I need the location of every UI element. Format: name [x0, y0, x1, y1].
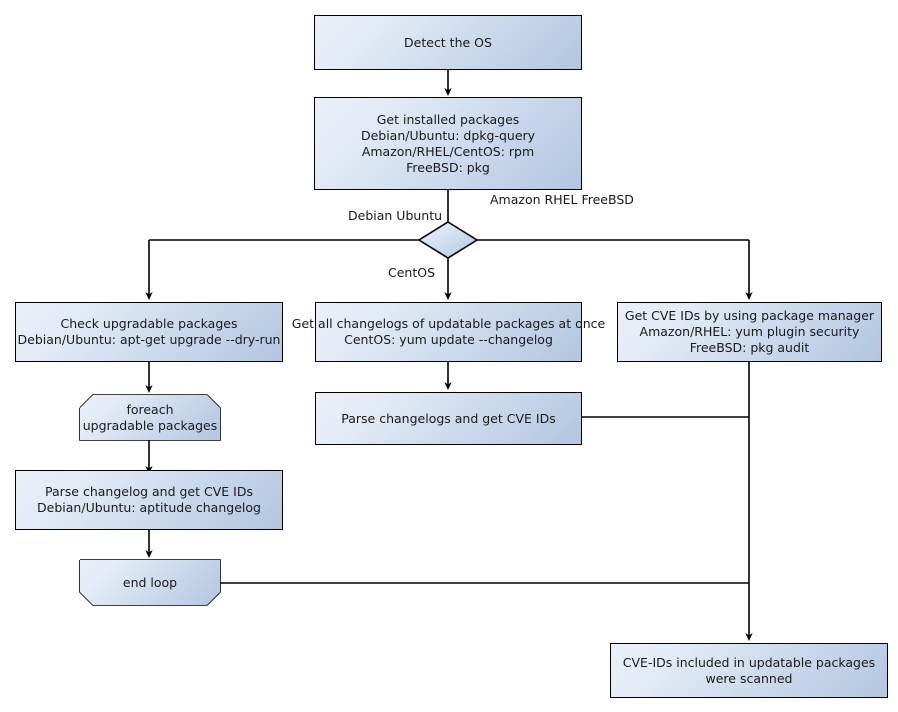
node-end-loop[interactable]: end loop: [80, 560, 220, 605]
node-get-cve-package-manager[interactable]: Get CVE IDs by using package manager Ama…: [617, 302, 882, 362]
node-foreach-loop-start[interactable]: foreach upgradable packages: [80, 395, 220, 440]
node-end-loop-label: end loop: [122, 574, 178, 590]
node-get-all-changelogs-label: Get all changelogs of updatable packages…: [291, 316, 606, 347]
node-get-installed-packages[interactable]: Get installed packages Debian/Ubuntu: dp…: [314, 97, 582, 190]
node-scanned-result[interactable]: CVE-IDs included in updatable packages w…: [610, 643, 888, 698]
edge-label-centos: CentOS: [388, 265, 436, 280]
node-detect-os[interactable]: Detect the OS: [314, 15, 582, 70]
node-parse-changelog-single-label: Parse changelog and get CVE IDs Debian/U…: [37, 484, 261, 515]
edge-label-debian-ubuntu: Debian Ubuntu: [348, 208, 443, 223]
node-get-all-changelogs[interactable]: Get all changelogs of updatable packages…: [292, 302, 605, 362]
node-parse-changelog-single[interactable]: Parse changelog and get CVE IDs Debian/U…: [15, 470, 283, 530]
node-scanned-result-label: CVE-IDs included in updatable packages w…: [622, 654, 876, 686]
node-check-upgradable-packages-label: Check upgradable packages Debian/Ubuntu:…: [17, 316, 281, 347]
node-parse-changelogs-multi-label: Parse changelogs and get CVE IDs: [341, 410, 556, 426]
node-foreach-loop-start-label: foreach upgradable packages: [82, 401, 218, 433]
edge-label-amazon-rhel-freebsd: Amazon RHEL FreeBSD: [490, 192, 634, 207]
decision-diamond: [417, 221, 479, 259]
node-detect-os-label: Detect the OS: [404, 34, 492, 50]
node-get-installed-packages-label: Get installed packages Debian/Ubuntu: dp…: [360, 111, 536, 175]
node-parse-changelogs-multi[interactable]: Parse changelogs and get CVE IDs: [315, 392, 582, 445]
node-check-upgradable-packages[interactable]: Check upgradable packages Debian/Ubuntu:…: [15, 302, 283, 362]
node-get-cve-package-manager-label: Get CVE IDs by using package manager Ama…: [624, 308, 875, 355]
